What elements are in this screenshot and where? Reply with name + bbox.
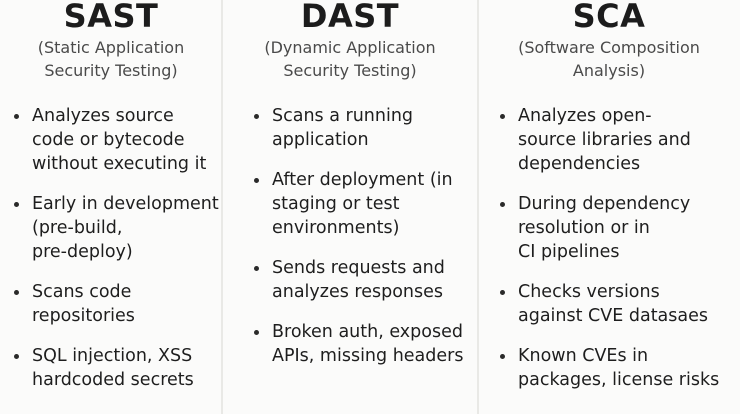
- item-line: APIs, missing headers: [272, 346, 464, 366]
- column-subtitle: (Dynamic Application Security Testing): [222, 36, 478, 82]
- bullet-icon: [500, 114, 505, 119]
- bullet-list: Analyzes source code or bytecode without…: [14, 104, 220, 408]
- item-line: application: [272, 130, 369, 150]
- column-subtitle: (Software Composition Analysis): [478, 36, 740, 82]
- item-line: code or bytecode: [32, 130, 185, 150]
- subtitle-line: Security Testing): [44, 61, 178, 80]
- bullet-icon: [14, 114, 19, 119]
- item-line: After deployment (in: [272, 170, 453, 190]
- item-line: staging or test: [272, 194, 400, 214]
- list-item: Scans a running application: [254, 104, 476, 152]
- list-item: Sends requests and analyzes responses: [254, 256, 476, 304]
- column-sast: SAST (Static Application Security Testin…: [0, 0, 222, 414]
- column-divider: [221, 0, 223, 414]
- bullet-icon: [500, 290, 505, 295]
- item-line: CI pipelines: [518, 242, 620, 262]
- subtitle-line: Security Testing): [283, 61, 417, 80]
- item-line: Sends requests and: [272, 258, 445, 278]
- column-title: SCA: [572, 0, 646, 35]
- subtitle-line: (Static Application: [37, 38, 185, 57]
- list-item: Known CVEs in packages, license risks: [500, 344, 738, 392]
- bullet-icon: [500, 202, 505, 207]
- bullet-icon: [254, 178, 259, 183]
- item-line: resolution or in: [518, 218, 650, 238]
- item-line: repositories: [32, 306, 135, 326]
- item-line: Analyzes open-: [518, 106, 652, 126]
- bullet-icon: [500, 354, 505, 359]
- item-line: Scans a running: [272, 106, 414, 126]
- column-dast: DAST (Dynamic Application Security Testi…: [222, 0, 478, 414]
- item-line: dependencies: [518, 154, 641, 174]
- item-line: source libraries and: [518, 130, 691, 150]
- list-item: Scans code repositories: [14, 280, 220, 328]
- list-item: SQL injection, XSS hardcoded secrets: [14, 344, 220, 392]
- column-title: DAST: [300, 0, 400, 35]
- list-item: Analyzes open- source libraries and depe…: [500, 104, 738, 176]
- bullet-icon: [254, 114, 259, 119]
- item-line: without executing it: [32, 154, 207, 174]
- subtitle-line: Analysis): [572, 61, 646, 80]
- list-item: Checks versions against CVE datasaes: [500, 280, 738, 328]
- item-line: During dependency: [518, 194, 691, 214]
- bullet-list: Scans a running application After deploy…: [254, 104, 476, 384]
- item-line: Analyzes source: [32, 106, 174, 126]
- subtitle-line: (Software Composition: [518, 38, 700, 57]
- item-line: Known CVEs in: [518, 346, 649, 366]
- subtitle-line: (Dynamic Application: [264, 38, 436, 57]
- item-line: Scans code: [32, 282, 132, 302]
- list-item: After deployment (in staging or test env…: [254, 168, 476, 240]
- bullet-icon: [14, 354, 19, 359]
- bullet-list: Analyzes open- source libraries and depe…: [500, 104, 738, 408]
- list-item: Broken auth, exposed APIs, missing heade…: [254, 320, 476, 368]
- item-line: hardcoded secrets: [32, 370, 194, 390]
- item-line: Broken auth, exposed: [272, 322, 463, 342]
- item-line: (pre-build,: [32, 218, 123, 238]
- column-subtitle: (Static Application Security Testing): [0, 36, 222, 82]
- list-item: During dependency resolution or in CI pi…: [500, 192, 738, 264]
- item-line: packages, license risks: [518, 370, 720, 390]
- column-sca: SCA (Software Composition Analysis) Anal…: [478, 0, 740, 414]
- column-title: SAST: [63, 0, 159, 35]
- list-item: Analyzes source code or bytecode without…: [14, 104, 220, 176]
- list-item: Early in development (pre-build, pre-dep…: [14, 192, 220, 264]
- item-line: against CVE datasaes: [518, 306, 709, 326]
- bullet-icon: [14, 202, 19, 207]
- item-line: Checks versions: [518, 282, 660, 302]
- item-line: pre-deploy): [32, 242, 133, 262]
- bullet-icon: [254, 330, 259, 335]
- item-line: SQL injection, XSS: [32, 346, 193, 366]
- bullet-icon: [254, 266, 259, 271]
- item-line: analyzes responses: [272, 282, 443, 302]
- bullet-icon: [14, 290, 19, 295]
- item-line: Early in development: [32, 194, 219, 214]
- item-line: environments): [272, 218, 400, 238]
- column-divider: [477, 0, 479, 414]
